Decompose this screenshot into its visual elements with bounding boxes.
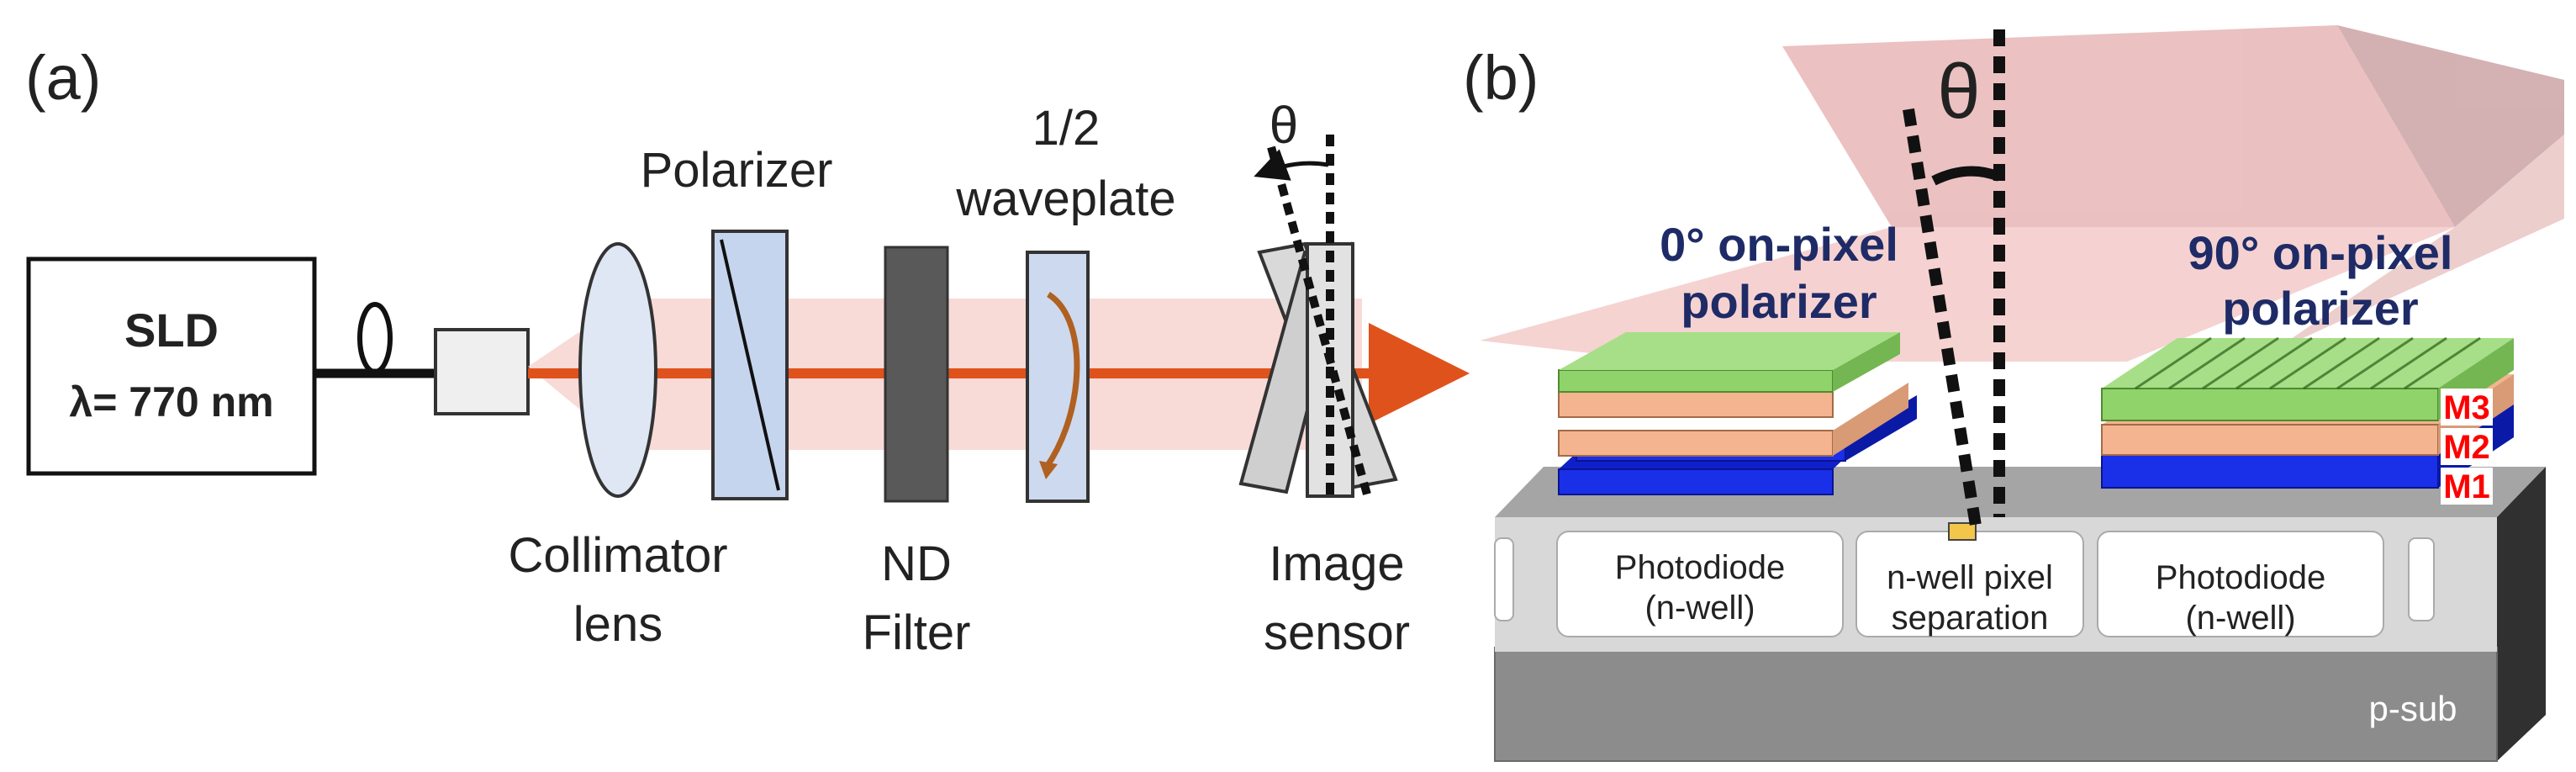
- collimator-label-2: lens: [573, 597, 662, 652]
- sensor-label-2: sensor: [1264, 605, 1410, 660]
- panel-b: (b): [1463, 25, 2564, 762]
- optical-fiber: [314, 302, 435, 378]
- right-metal-stack: [2101, 336, 2514, 489]
- nd-label-2: Filter: [863, 605, 971, 660]
- photodiode-right-label-1: Photodiode: [2156, 559, 2325, 596]
- nd-label-1: ND: [881, 537, 952, 591]
- nd-filter: [884, 246, 949, 503]
- panel-a: (a) SLD λ= 770 nm: [25, 43, 1470, 660]
- image-sensor: [1238, 135, 1398, 502]
- photodiode-left-label-1: Photodiode: [1615, 549, 1785, 586]
- left-polarizer-label-1: 0° on-pixel: [1660, 218, 1898, 271]
- waveplate-label-1: 1/2: [1032, 101, 1101, 156]
- sld-source: SLD λ= 770 nm: [26, 256, 317, 476]
- left-metal-stack: [1558, 332, 1917, 495]
- sld-label: SLD: [124, 304, 219, 357]
- theta-a-label: θ: [1270, 97, 1298, 155]
- layer-badges: [2441, 389, 2493, 505]
- right-polarizer-label-1: 90° on-pixel: [2188, 226, 2453, 279]
- right-polarizer-label-2: polarizer: [2222, 282, 2418, 335]
- polarizer-label: Polarizer: [641, 143, 833, 198]
- photodiode-right-label-2: (n-well): [2185, 600, 2295, 637]
- sld-wavelength: λ= 770 nm: [69, 378, 273, 426]
- wells: [1494, 531, 2435, 637]
- collimator-label-1: Collimator: [508, 528, 727, 583]
- layer-m3: M3: [2443, 389, 2490, 426]
- n-well-contact: [1948, 522, 1977, 541]
- theta-b-indicator: [1903, 29, 2005, 527]
- panel-a-tag: (a): [25, 43, 101, 113]
- layer-m1: M1: [2443, 468, 2490, 505]
- collimator-lens: [578, 242, 657, 498]
- theta-b-label: θ: [1937, 49, 1980, 135]
- separation-label-2: separation: [1892, 600, 2049, 637]
- polarizer: [711, 230, 789, 500]
- substrate-label: p-sub: [2368, 689, 2457, 728]
- fiber-coupler: [434, 328, 530, 415]
- panel-b-tag: (b): [1463, 43, 1539, 113]
- half-waveplate: [1026, 251, 1090, 503]
- sensor-label-1: Image: [1269, 537, 1404, 591]
- waveplate-label-2: waveplate: [955, 172, 1175, 226]
- layer-m2: M2: [2443, 429, 2490, 466]
- left-polarizer-label-2: polarizer: [1681, 275, 1877, 328]
- photodiode-left-label-2: (n-well): [1644, 590, 1755, 627]
- separation-label-1: n-well pixel: [1887, 559, 2053, 596]
